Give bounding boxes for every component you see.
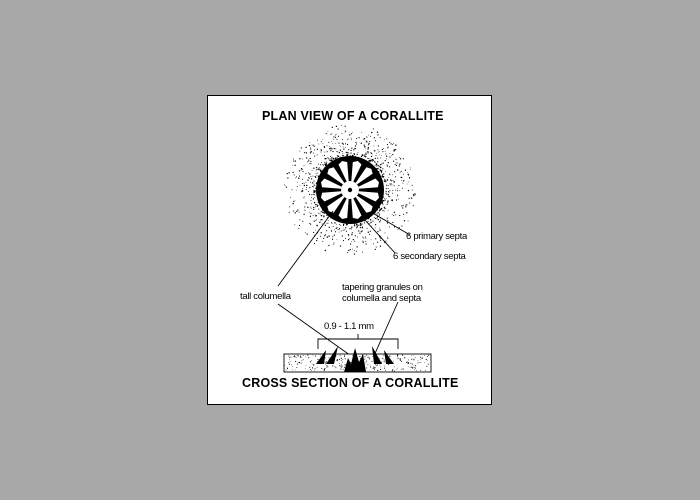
interseptal-space [321, 178, 342, 189]
label-secondary-septa: 6 secondary septa [393, 251, 466, 262]
interseptal-space [338, 161, 349, 182]
interseptal-space [355, 167, 373, 185]
leader-primary-septa [370, 211, 411, 236]
interseptal-space [358, 191, 379, 202]
leader-granules [372, 301, 399, 359]
interseptal-space [321, 191, 342, 202]
corallite-illustration [277, 124, 432, 373]
columella-dot [347, 187, 353, 193]
interseptal-space [351, 198, 362, 219]
cross-section-stipple [284, 354, 430, 372]
interseptal-space [327, 195, 345, 213]
label-measurement: 0.9 - 1.1 mm [324, 321, 374, 332]
label-primary-septa: 6 primary septa [406, 231, 467, 242]
interseptal-space [358, 178, 379, 189]
label-tall-columella: tall columella [240, 291, 291, 302]
label-granules-line2: columella and septa [342, 293, 421, 304]
leader-columella-section [277, 303, 355, 359]
cross-section-septa [316, 346, 394, 364]
interseptal-space [351, 161, 362, 182]
cross-section-title: CROSS SECTION OF A CORALLITE [242, 376, 459, 390]
interseptal-space [327, 167, 345, 185]
interseptal-space [338, 198, 349, 219]
leader-columella-plan [277, 210, 334, 287]
interseptal-space [355, 195, 373, 213]
cross-section-columella [344, 348, 366, 372]
plan-view-title: PLAN VIEW OF A CORALLITE [262, 109, 444, 123]
leader-secondary-septa [364, 219, 396, 254]
label-granules-line1: tapering granules on [342, 282, 423, 293]
diagram-panel: PLAN VIEW OF A CORALLITE 6 primary septa… [207, 95, 492, 405]
